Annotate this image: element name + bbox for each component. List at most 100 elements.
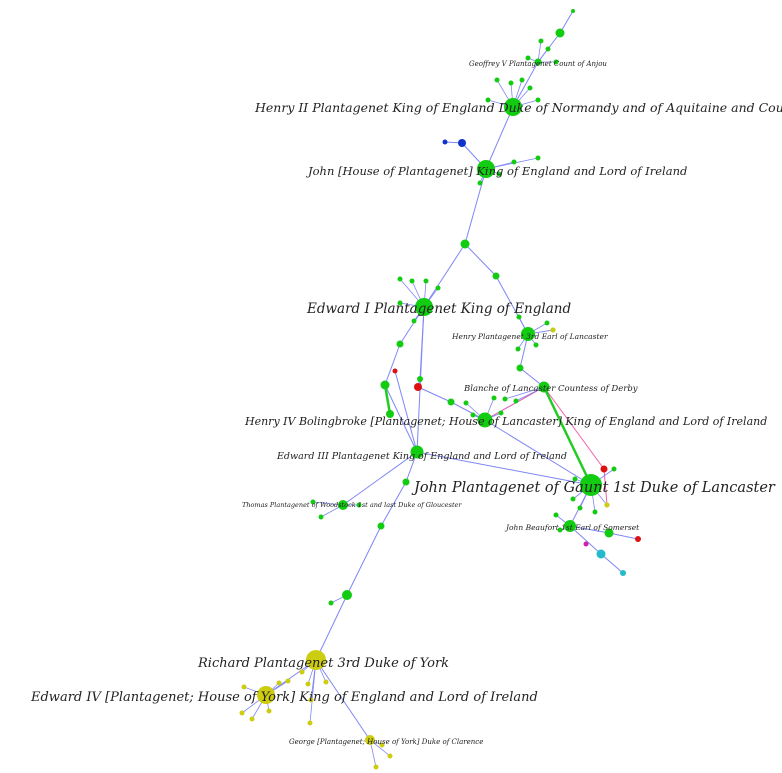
edge-richard-george [315,659,371,741]
edge-gaunt-henry4 [484,419,592,486]
leaf-node-richard-0 [305,681,311,687]
edge-red2-edward3 [394,370,418,453]
node-blanche [538,381,550,393]
node-mid1 [460,239,470,249]
leaf-node-hlanc-4 [533,342,539,348]
node-e3a [402,478,410,486]
leaf-node-henry2-1 [519,77,525,83]
label-henry-iv: Henry IV Bolingbroke [Plantagenet; House… [244,415,767,428]
leaf-node-blanche-1 [513,398,519,404]
node-john [477,160,495,178]
leaf-node-richard-1 [308,697,314,703]
leaf-edge-blanche-0 [504,386,545,400]
leaf-node-gaunt-3 [611,466,617,472]
label-thomas: Thomas Plantagenet of Woodstock 1st and … [242,501,462,509]
edge-john-mid1 [464,168,487,245]
leaf-node-richard-2 [307,720,313,726]
edge-e1a-e1b [384,343,401,386]
leaf-node-edward1-2 [423,278,429,284]
node-gaunt_r [600,465,608,473]
node-george [365,735,375,745]
leaf-edge-geoffrey-0 [537,40,542,63]
leaf-node-george-2 [379,742,385,748]
node-b4 [635,536,641,542]
leaf-node-edward4-0 [241,684,247,690]
node-e1b [380,380,390,390]
label-edward-iv: Edward IV [Plantagenet; House of York] K… [30,690,538,705]
node-geoffrey [534,58,542,66]
node-red2 [392,368,398,374]
edge-beaufort-b1 [569,525,610,534]
node-beaufort [564,520,576,532]
edge-e3a-e3b [380,481,407,527]
node-richard [306,650,326,670]
leaf-node-henry2-0 [494,77,500,83]
leaf-node-e3c-0 [328,600,334,606]
nodes [239,9,641,770]
edge-pink-gaunt_r-gaunt_y [603,468,608,506]
leaf-edge-thomas-0 [312,501,344,506]
node-e3b [377,522,385,530]
node-b5 [583,541,589,547]
leaf-node-henry4-3 [491,395,497,401]
leaf-node-henry2-2 [527,85,533,91]
edge-red1-gx2 [417,386,452,403]
node-l2 [516,364,524,372]
leaf-node-henry2-3 [535,97,541,103]
edge-mid1-edward1 [423,243,466,308]
node-gb2 [458,139,466,147]
leaf-node-john-1 [535,155,541,161]
leaf-node-henry2-5 [508,80,514,86]
leaf-node-hlanc-0 [516,314,522,320]
leaf-node-edward4-5 [285,678,291,684]
leaf-node-beaufort-0 [553,512,559,518]
node-g1 [555,28,565,38]
leaf-node-gaunt-4 [572,476,578,482]
node-henry4 [477,412,493,428]
label-george: George [Plantagenet; House of York] Duke… [289,738,483,746]
node-edward4 [257,686,275,704]
label-john-gaunt: John Plantagenet of Gaunt 1st Duke of La… [411,480,776,496]
label-john: John [House of Plantagenet] King of Engl… [306,164,687,178]
leaf-node-edward1-1 [409,278,415,284]
leaf-node-geoffrey-2 [525,55,531,61]
leaf-node-hlanc-1 [544,320,550,326]
edge-richard-edward4 [265,659,317,696]
leaf-node-thomas-2 [356,502,362,508]
leaf-node-hlanc-0 [550,327,556,333]
leaf-edge-richard-2 [309,659,317,724]
leaf-node-hlanc-3 [515,346,521,352]
edge-e1b-edward3 [384,384,418,453]
edge-henry2-john [485,106,514,170]
leaf-node-richard-3 [323,679,329,685]
node-gx2 [447,398,455,406]
node-gb1 [442,139,448,145]
edge-green-e1b-e1c [383,384,392,415]
leaf-node-edward4-4 [276,680,282,686]
node-red1 [414,383,422,391]
edge-e3b-e3c [346,525,382,596]
edges [241,10,639,768]
label-richard: Richard Plantagenet 3rd Duke of York [197,656,449,671]
label-blanche: Blanche of Lancaster Countess of Derby [463,384,638,394]
node-edward1 [415,298,433,316]
leaf-node-edward4-1 [239,710,245,716]
node-hlanc [521,327,535,341]
leaf-node-thomas-0 [310,499,316,505]
edge-e3c-richard [315,594,348,661]
node-gx1 [417,376,423,382]
leaf-node-henry4-1 [470,412,476,418]
leaf-node-gaunt-1 [577,505,583,511]
node-b1 [604,528,614,538]
leaf-node-edward4-3 [266,708,272,714]
leaf-node-henry4-2 [498,410,504,416]
node-b2 [596,549,606,559]
leaf-node-geoffrey-1 [545,46,551,52]
leaf-node-geoffrey-0 [538,38,544,44]
leaf-node-edward1-4 [397,300,403,306]
edge-b2-b3 [600,553,624,574]
leaf-node-gaunt-2 [592,509,598,515]
edge-pink-blanche-gaunt_r [543,386,605,470]
label-john-beaufort: John Beaufort 1st Earl of Somerset [504,523,640,532]
